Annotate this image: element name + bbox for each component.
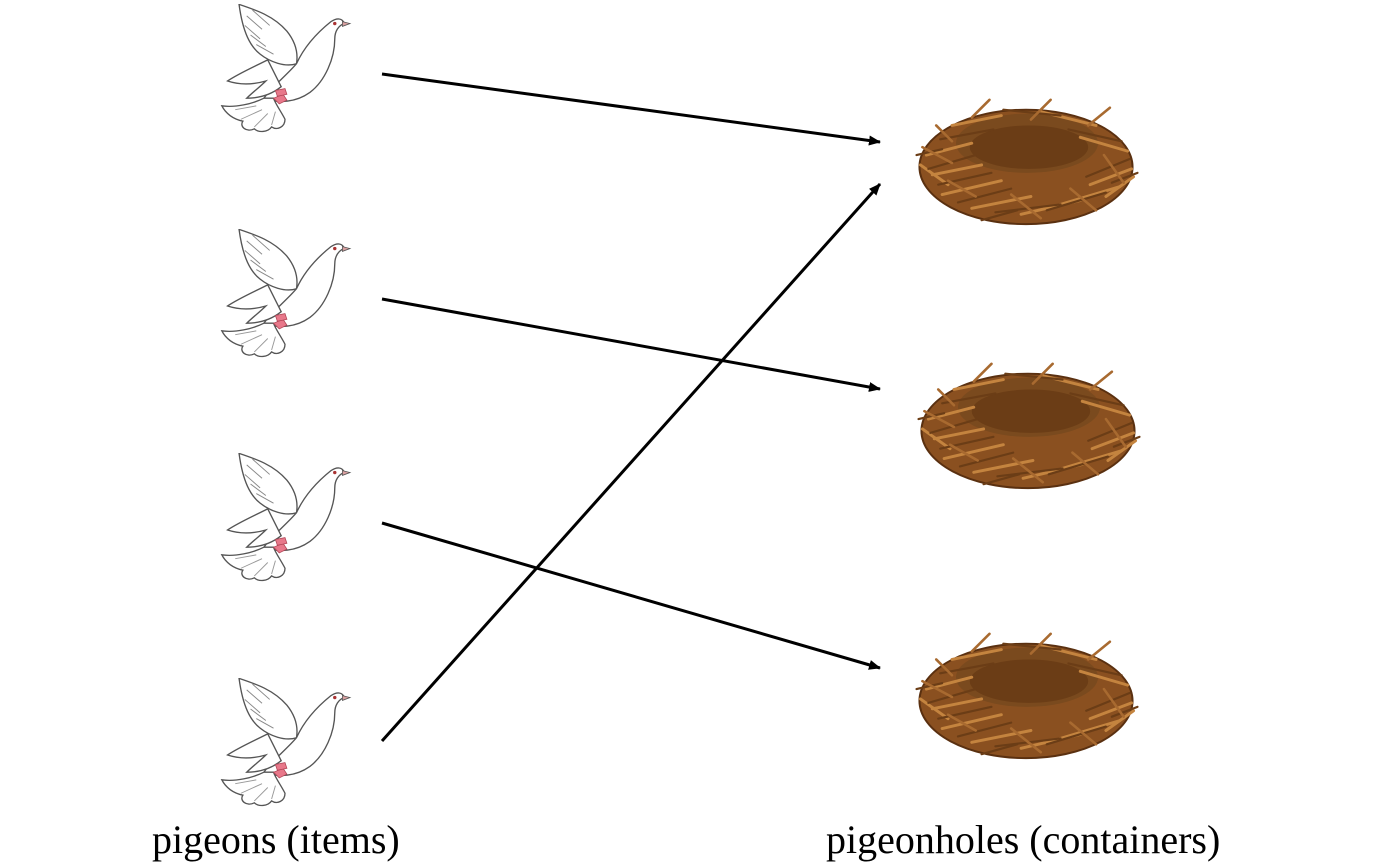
- mapping-arrows: [380, 72, 882, 742]
- pigeons-caption: pigeons (items): [152, 817, 400, 862]
- arrow-pigeon2-to-nest2: [381, 297, 881, 392]
- pigeon-icon: [221, 678, 351, 807]
- arrow-pigeon4-to-nest1: [380, 183, 882, 742]
- pigeons-column: [221, 4, 351, 807]
- arrow-pigeon3-to-nest3: [381, 521, 881, 670]
- pigeon-icon: [221, 4, 351, 133]
- pigeonholes-caption: pigeonholes (containers): [826, 817, 1221, 862]
- nest-icon: [916, 362, 1141, 490]
- pigeon-icon: [221, 453, 351, 582]
- pigeonholes-column: [914, 98, 1141, 760]
- nest-icon: [914, 632, 1139, 760]
- arrow-pigeon1-to-nest1: [381, 72, 881, 146]
- nest-icon: [914, 98, 1139, 226]
- pigeon-icon: [221, 229, 351, 358]
